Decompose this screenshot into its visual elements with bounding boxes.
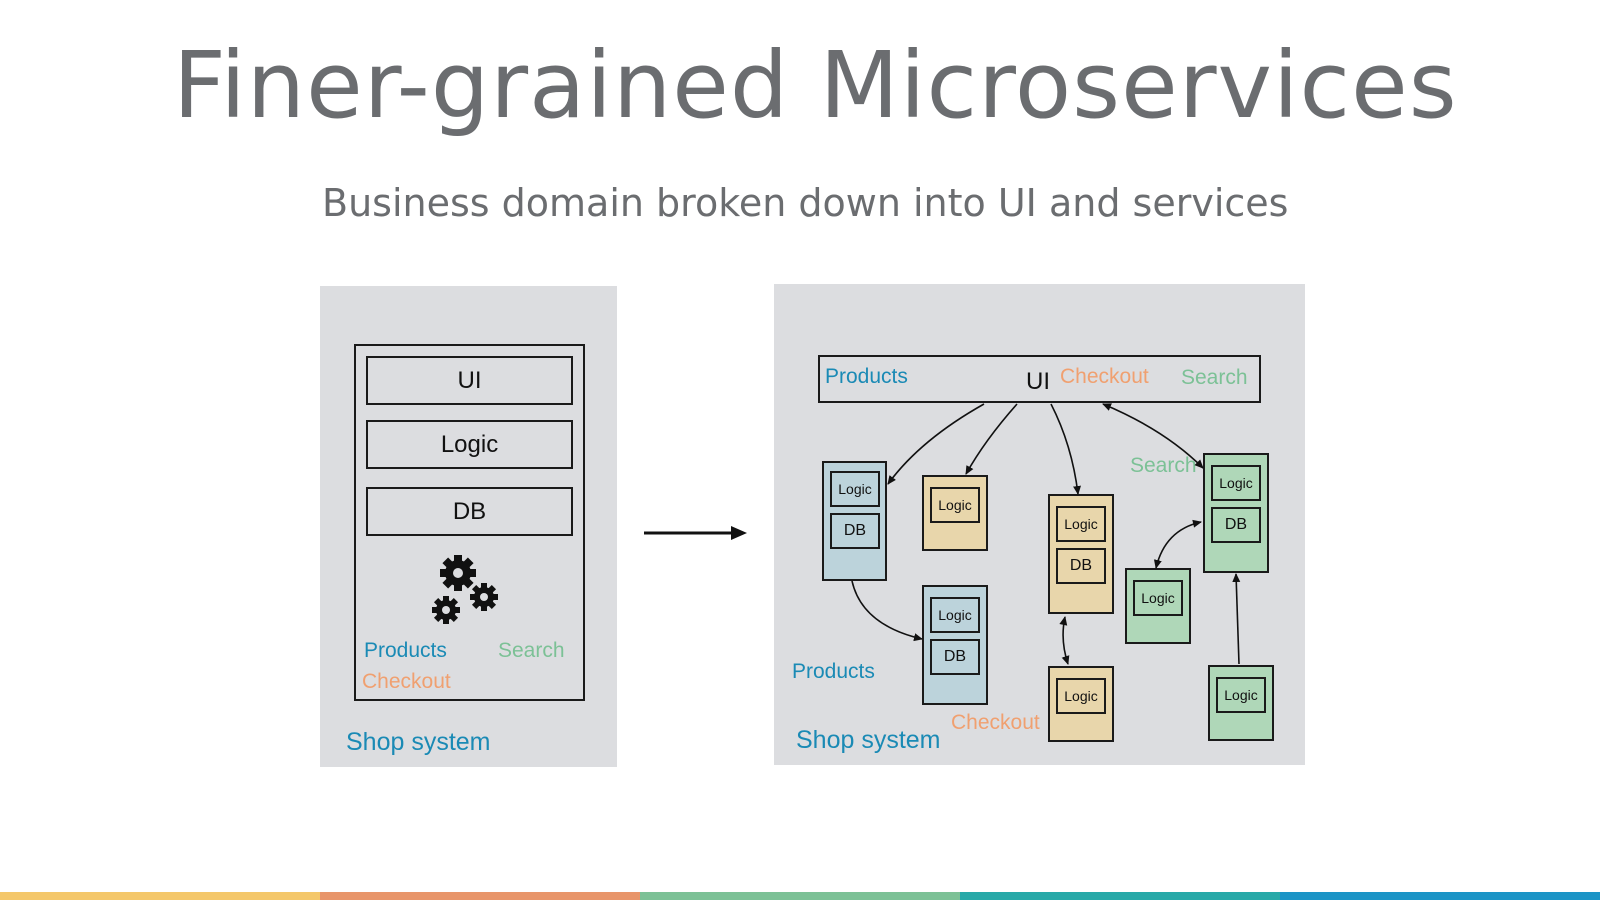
microservices-panel: Products UI Checkout Search Logic DB Log…: [774, 284, 1305, 765]
monolith-label-checkout: Checkout: [362, 670, 451, 693]
service-logic: Logic: [1056, 678, 1106, 714]
checkout-service-1: Logic: [922, 475, 988, 551]
search-service-3: Logic: [1208, 665, 1274, 741]
checkout-service-2: Logic DB: [1048, 494, 1114, 614]
gears-icon: [432, 555, 498, 624]
monolith-frame: [354, 344, 585, 701]
search-service-1: Logic DB: [1203, 453, 1269, 573]
monolith-system-label: Shop system: [346, 728, 491, 756]
products-service-1: Logic DB: [822, 461, 887, 581]
service-logic: Logic: [930, 487, 980, 523]
monolith-label-search: Search: [498, 639, 565, 662]
microservices-system-label: Shop system: [796, 726, 941, 754]
service-logic: Logic: [1133, 580, 1183, 616]
search-service-2: Logic: [1125, 568, 1191, 644]
footer-stripe-blue: [1280, 892, 1600, 900]
footer-stripe-teal: [960, 892, 1280, 900]
ui-bar-search: Search: [1181, 366, 1248, 389]
ui-bar-products: Products: [825, 365, 908, 388]
monolith-panel: UI Logic DB: [320, 286, 617, 767]
service-db: DB: [1211, 507, 1261, 543]
service-logic: Logic: [830, 471, 880, 507]
service-logic: Logic: [1056, 506, 1106, 542]
service-db: DB: [930, 639, 980, 675]
products-service-2: Logic DB: [922, 585, 988, 705]
ui-bar-checkout: Checkout: [1060, 365, 1149, 388]
ui-bar-ui: UI: [1026, 368, 1050, 395]
service-logic: Logic: [1211, 465, 1261, 501]
service-db: DB: [1056, 548, 1106, 584]
service-logic: Logic: [1216, 677, 1266, 713]
monolith-layer-logic: Logic: [366, 420, 573, 469]
footer-stripe-yellow: [0, 892, 320, 900]
monolith-label-products: Products: [364, 639, 447, 662]
slide-subtitle: Business domain broken down into UI and …: [322, 181, 1289, 225]
monolith-layer-db: DB: [366, 487, 573, 536]
footer-stripe-green: [640, 892, 960, 900]
footer-stripe-orange: [320, 892, 640, 900]
checkout-label: Checkout: [951, 711, 1040, 734]
checkout-service-3: Logic: [1048, 666, 1114, 742]
products-label: Products: [792, 660, 875, 683]
ui-bar: [818, 355, 1261, 403]
search-label: Search: [1130, 454, 1197, 477]
monolith-layer-ui: UI: [366, 356, 573, 405]
slide-title: Finer-grained Microservices: [173, 32, 1458, 139]
service-db: DB: [830, 513, 880, 549]
service-logic: Logic: [930, 597, 980, 633]
